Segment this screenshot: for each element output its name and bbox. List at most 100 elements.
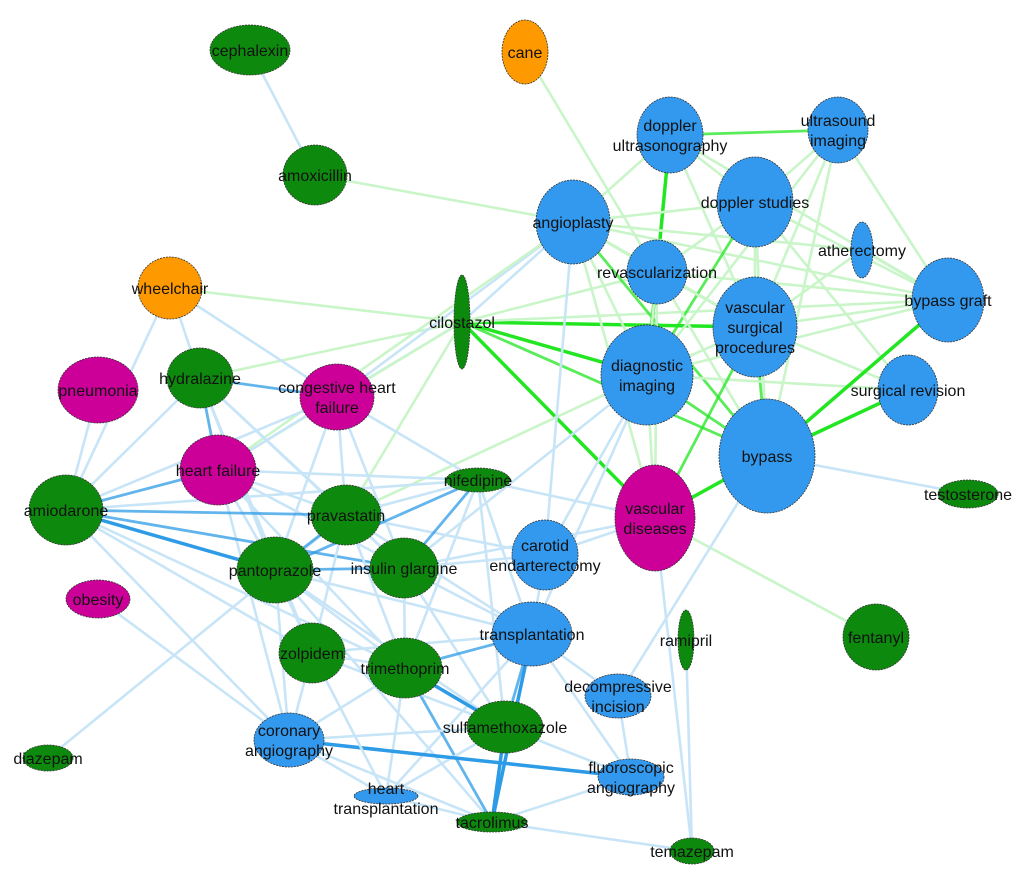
node-heart-failure[interactable] — [179, 434, 257, 506]
node-zolpidem[interactable] — [278, 622, 346, 684]
node-vascular-surgical-procedures[interactable] — [712, 276, 798, 378]
node-shape — [299, 363, 375, 431]
node-amoxicillin[interactable] — [282, 144, 348, 206]
edge-pantoprazole-tacrolimus — [274, 569, 493, 823]
node-insulin-glargine[interactable] — [369, 537, 439, 599]
node-label: pantoprazole — [229, 563, 322, 580]
node-shape — [209, 24, 291, 76]
node-shape — [57, 356, 139, 424]
node-shape — [28, 474, 104, 546]
node-cane[interactable] — [501, 19, 549, 85]
node-fentanyl[interactable] — [842, 603, 910, 671]
node-label: trimethoprim — [361, 661, 450, 678]
node-label: doppler studies — [701, 195, 810, 212]
node-shape — [278, 622, 346, 684]
node-shape — [310, 484, 382, 546]
node-label-line: cilostazol — [429, 315, 495, 332]
node-shape — [466, 700, 544, 754]
node-label-line: hydralazine — [159, 371, 241, 388]
node-label-line: congestive heart — [278, 380, 396, 397]
node-shape — [716, 156, 794, 248]
node-label: amiodarone — [24, 503, 109, 520]
node-label: obesity — [73, 592, 124, 609]
node-carotid-endarterectomy[interactable] — [511, 519, 579, 591]
edge-amiodarone-insulin-glargine — [65, 508, 405, 570]
edge-insulin-glargine-sulfamethoxazole — [402, 567, 507, 728]
node-amiodarone[interactable] — [28, 474, 104, 546]
node-label-line: incision — [591, 699, 644, 716]
node-pantoprazole[interactable] — [236, 536, 314, 604]
node-label-line: ultrasonography — [613, 138, 728, 155]
node-label-line: imaging — [619, 378, 675, 395]
node-label: atherectomy — [818, 243, 906, 260]
node-ramipril[interactable] — [677, 609, 695, 671]
node-label-line: cephalexin — [212, 43, 289, 60]
node-label-line: atherectomy — [818, 243, 906, 260]
node-shape — [718, 398, 816, 514]
node-label: nifedipine — [444, 473, 513, 490]
node-sulfamethoxazole[interactable] — [466, 700, 544, 754]
edge-diagnostic-imaging-bypass-graft — [646, 298, 949, 377]
node-congestive-heart-failure[interactable] — [299, 363, 375, 431]
node-label-line: heart — [368, 781, 405, 798]
edge-nifedipine-trimethoprim — [403, 479, 480, 669]
node-label-line: bypass graft — [904, 293, 992, 310]
node-label: cephalexin — [212, 43, 289, 60]
node-coronary-angiography[interactable] — [253, 712, 325, 768]
node-doppler-studies[interactable] — [716, 156, 794, 248]
node-label: testosterone — [924, 487, 1012, 504]
node-label-line: diseases — [623, 521, 686, 538]
node-shape — [253, 712, 325, 768]
node-shape — [911, 257, 985, 343]
node-revascularization[interactable] — [626, 239, 688, 305]
node-shape — [282, 144, 348, 206]
node-shape — [597, 758, 665, 796]
edge-obesity-coronary-angiography — [97, 597, 290, 742]
node-label-line: procedures — [715, 340, 795, 357]
node-tacrolimus[interactable] — [456, 811, 528, 833]
node-bypass[interactable] — [718, 398, 816, 514]
edge-wheelchair-cilostazol — [169, 286, 463, 324]
node-label: pneumonia — [58, 383, 137, 400]
node-vascular-diseases[interactable] — [614, 464, 696, 572]
node-label: heart failure — [176, 463, 261, 480]
node-label: cane — [508, 45, 543, 62]
edge-revascularization-bypass-graft — [656, 270, 949, 302]
node-label-line: heart failure — [176, 463, 261, 480]
node-temazepam[interactable] — [669, 837, 715, 865]
node-trimethoprim[interactable] — [367, 637, 443, 699]
node-label-line: diagnostic — [611, 358, 683, 375]
edge-amoxicillin-angioplasty — [314, 173, 574, 224]
node-diagnostic-imaging[interactable] — [600, 324, 694, 426]
node-ultrasound-imaging[interactable] — [807, 96, 869, 164]
node-label-line: pravastatin — [307, 508, 385, 525]
node-label: ramipril — [660, 633, 712, 650]
node-doppler-ultrasonography[interactable] — [636, 96, 704, 174]
node-heart-transplantation[interactable] — [353, 787, 419, 805]
node-atherectomy[interactable] — [850, 221, 874, 279]
node-nifedipine[interactable] — [445, 467, 511, 493]
edge-amiodarone-zolpidem — [65, 508, 313, 655]
node-pneumonia[interactable] — [57, 356, 139, 424]
node-angioplasty[interactable] — [535, 179, 611, 265]
node-cephalexin[interactable] — [209, 24, 291, 76]
node-diazepam[interactable] — [22, 744, 74, 772]
node-label-line: amoxicillin — [278, 168, 352, 185]
node-label: amoxicillin — [278, 168, 352, 185]
node-label-line: pantoprazole — [229, 563, 322, 580]
node-fluoroscopic-angiography[interactable] — [597, 758, 665, 796]
node-pravastatin[interactable] — [310, 484, 382, 546]
node-label-line: fluoroscopic — [588, 760, 673, 777]
node-transplantation[interactable] — [491, 601, 573, 667]
node-surgical-revision[interactable] — [877, 354, 939, 426]
node-obesity[interactable] — [65, 579, 131, 619]
node-wheelchair[interactable] — [137, 256, 203, 320]
node-decompressive-incision[interactable] — [584, 673, 652, 719]
node-hydralazine[interactable] — [166, 347, 234, 409]
node-cilostazol[interactable] — [453, 274, 471, 370]
node-bypass-graft[interactable] — [911, 257, 985, 343]
node-testosterone[interactable] — [937, 479, 999, 509]
edge-amiodarone-nifedipine — [65, 478, 479, 512]
